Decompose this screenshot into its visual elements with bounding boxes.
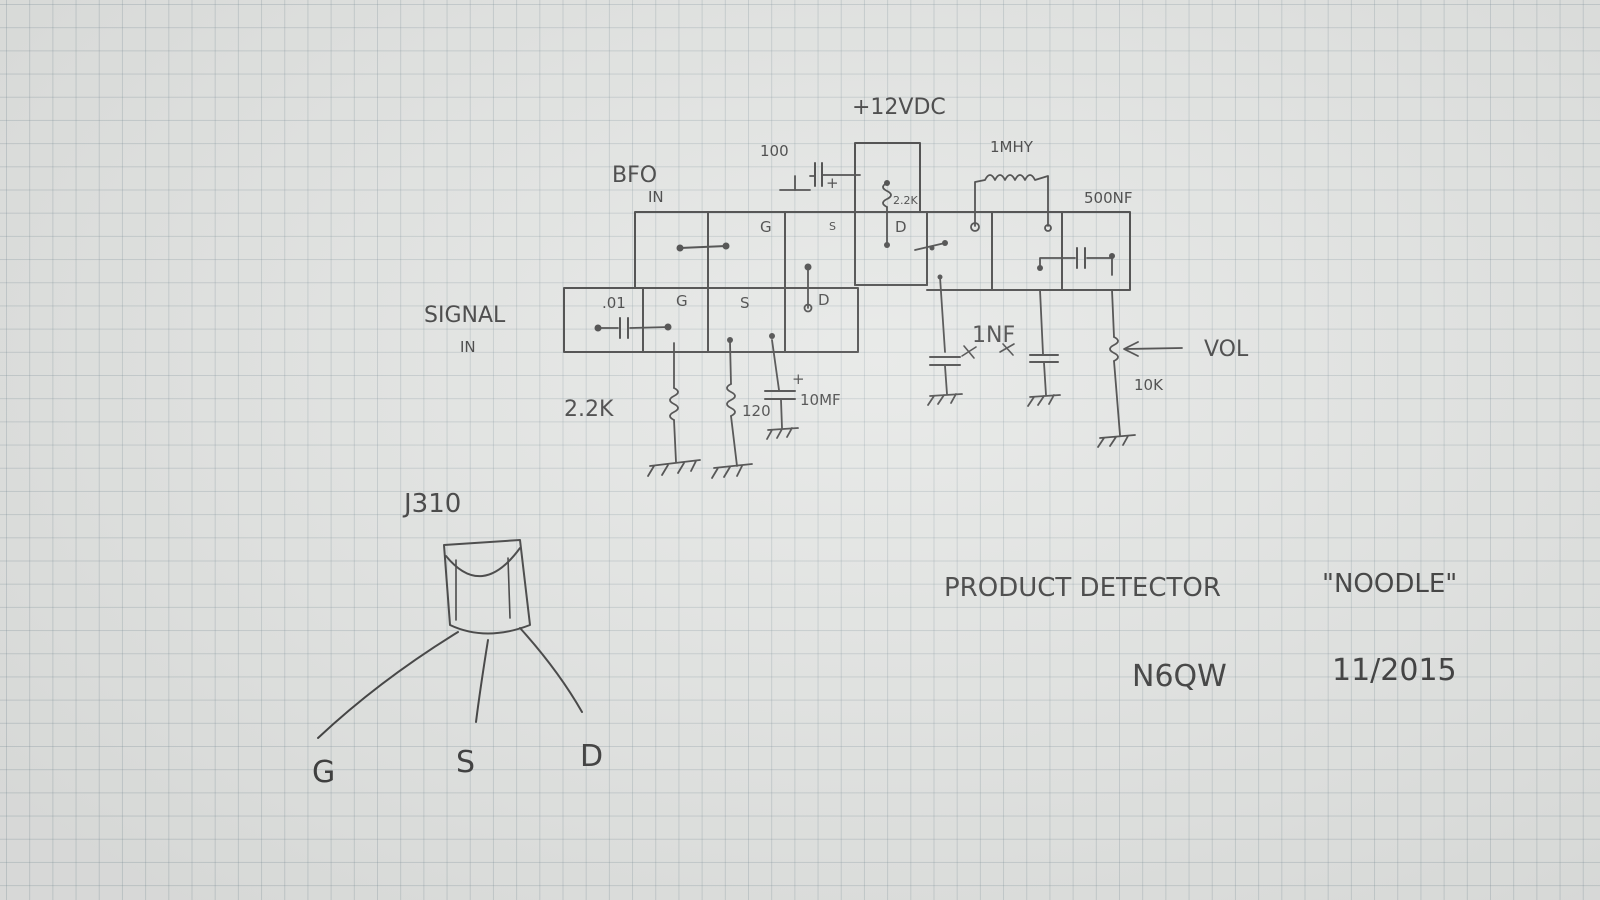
- top-drain-pin-label: D: [895, 218, 907, 236]
- gate-resistor-2k2: [669, 342, 679, 463]
- capacitor-1nf-right: [1029, 289, 1059, 396]
- drain-resistor-2k2: [882, 180, 892, 248]
- cap-10mf-label: 10MF: [800, 391, 841, 409]
- lead-s-label: S: [456, 745, 475, 780]
- bottom-drain-pin-label: D: [818, 291, 830, 309]
- capacitor-01: [594, 317, 672, 339]
- supply-label: +12VDC: [852, 95, 946, 120]
- lead-d-label: D: [580, 739, 603, 774]
- cap-1nf-label: 1NF: [972, 323, 1015, 348]
- capacitor-100: [779, 162, 861, 191]
- top-gate-pin-label: G: [760, 218, 772, 236]
- inductor-label: 1MHY: [990, 138, 1034, 156]
- drain-trace: [914, 240, 948, 251]
- pot-10k-label: 10K: [1134, 376, 1164, 394]
- cross-marks: [961, 343, 1015, 359]
- source-resistor-label: 120: [742, 402, 771, 420]
- caption-nickname: "NOODLE": [1322, 569, 1457, 599]
- j310-transistor-sketch: J310 G S D: [312, 489, 603, 790]
- ground-symbols: [647, 393, 1136, 479]
- capacitor-500nf: [1037, 247, 1115, 276]
- capacitor-1nf-left: [929, 356, 961, 395]
- caption-title: PRODUCT DETECTOR: [944, 573, 1221, 603]
- source-resistor-120: [726, 341, 738, 467]
- signal-label: SIGNAL: [424, 303, 506, 328]
- source-pads: [727, 263, 813, 343]
- signal-in-label: IN: [460, 338, 476, 356]
- caption-callsign: N6QW: [1132, 659, 1227, 694]
- top-source-pin-label: S: [829, 220, 836, 233]
- upper-board-outline: [634, 211, 1131, 291]
- bfo-label: BFO: [612, 163, 657, 188]
- drain-resistor-label: 2.2K: [893, 194, 918, 207]
- cap-100-label: 100: [760, 142, 789, 160]
- inductor-1mhy: [970, 174, 1052, 232]
- lead-g-label: G: [312, 755, 335, 790]
- gate-resistor-label: 2.2K: [564, 397, 614, 422]
- plus-label-b: +: [792, 370, 805, 388]
- volume-pot-10k: [1109, 289, 1183, 436]
- drain-to-1nf-trace: [937, 274, 946, 353]
- lower-board-outline: [563, 287, 859, 353]
- capacitor-10mf: [764, 339, 796, 429]
- j310-part-label: J310: [402, 489, 461, 519]
- supply-pad: [854, 142, 921, 213]
- cap-01-label: .01: [602, 294, 626, 312]
- vol-label: VOL: [1204, 337, 1249, 362]
- cap-500-label: 500NF: [1084, 189, 1132, 207]
- caption: PRODUCT DETECTOR "NOODLE" N6QW 11/2015: [944, 569, 1457, 694]
- plus-label-a: +: [826, 174, 839, 192]
- bfo-input-trace: [676, 242, 730, 252]
- caption-date: 11/2015: [1332, 653, 1457, 688]
- bottom-gate-pin-label: G: [676, 292, 688, 310]
- schematic-labels: BFO IN 100 + +12VDC 2.2K 1MHY 500NF G S …: [424, 95, 1249, 422]
- bfo-in-label: IN: [648, 188, 664, 206]
- bottom-source-pin-label: S: [740, 294, 750, 312]
